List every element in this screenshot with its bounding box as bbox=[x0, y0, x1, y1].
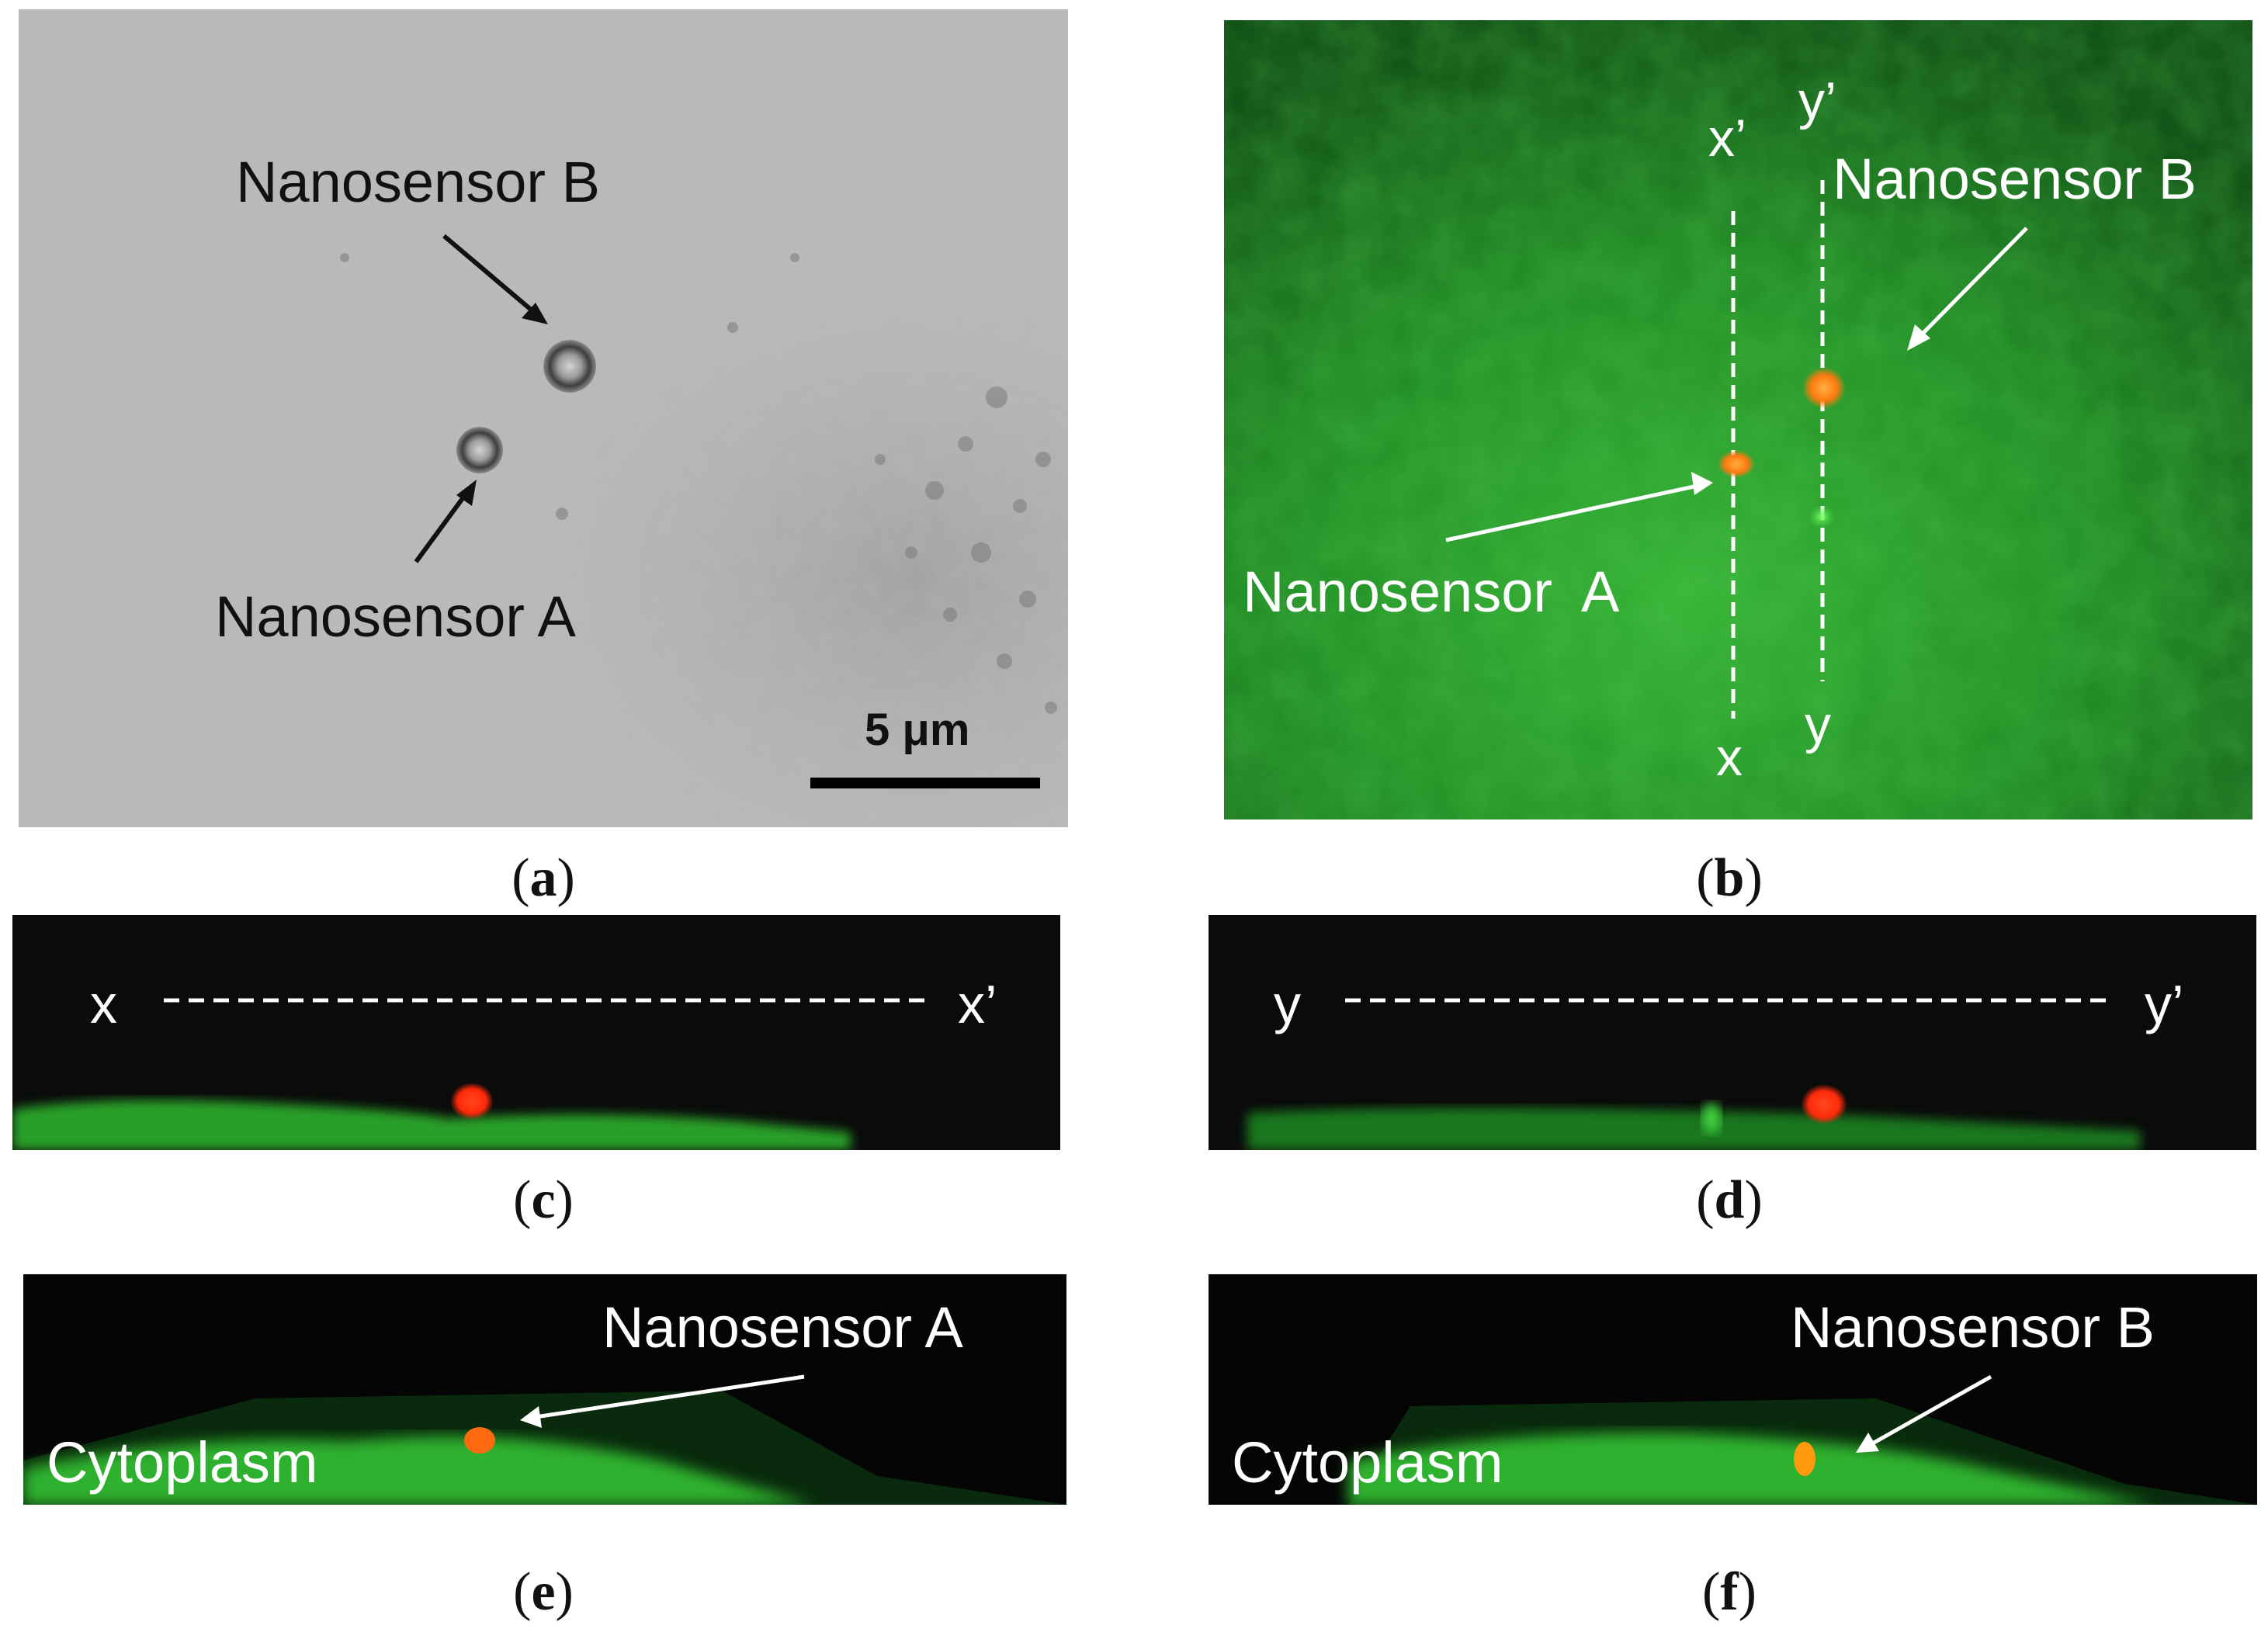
cytoplasm-label: Cytoplasm bbox=[47, 1430, 318, 1495]
scale-bar bbox=[810, 778, 1040, 788]
arrow-to-nanosensor-b bbox=[1856, 1374, 1992, 1453]
xz-section-image bbox=[12, 915, 1060, 1150]
nanosensor-b-particle bbox=[1794, 1442, 1815, 1476]
nanosensor-a-particle bbox=[1718, 450, 1755, 478]
arrow-to-nanosensor-a bbox=[414, 480, 477, 563]
nanosensor-a-particle bbox=[464, 1427, 495, 1454]
x-prime-mark: x’ bbox=[1708, 109, 1747, 168]
cell-membrane-band bbox=[12, 1100, 851, 1150]
panel-a-brightfield-image: Nanosensor B Nanosensor A 5 μm bbox=[19, 9, 1068, 827]
panel-d-yz-section: y y’ bbox=[1209, 915, 2256, 1150]
fluorescence-micrograph bbox=[1224, 20, 2252, 819]
y-mark: y bbox=[1274, 974, 1301, 1034]
arrow-to-nanosensor-b bbox=[1907, 227, 2028, 351]
green-spot bbox=[1702, 1103, 1721, 1134]
nanosensor-b-label: Nanosensor B bbox=[236, 150, 600, 214]
panel-f-3d-view: Nanosensor B Cytoplasm bbox=[1209, 1274, 2257, 1505]
caption-a: (a) bbox=[512, 848, 575, 908]
nanosensor-b-particle bbox=[543, 340, 596, 393]
cytoplasm-region bbox=[1348, 1433, 2155, 1505]
nanosensor-b-particle bbox=[1802, 367, 1846, 409]
nanosensor-b-label: Nanosensor B bbox=[1791, 1295, 2155, 1360]
nanosensor-b-particle bbox=[1801, 1084, 1847, 1124]
y-prime-mark: y’ bbox=[2145, 974, 2184, 1034]
3d-reconstruction-b bbox=[1209, 1274, 2257, 1505]
nanosensor-a-particle bbox=[456, 427, 503, 473]
green-spot bbox=[1808, 504, 1836, 529]
brightfield-micrograph bbox=[19, 9, 1068, 827]
cytoplasm-label: Cytoplasm bbox=[1232, 1430, 1503, 1495]
nanosensor-a-particle bbox=[450, 1083, 494, 1120]
scale-bar-label: 5 μm bbox=[865, 705, 970, 755]
yz-section-image bbox=[1209, 915, 2256, 1150]
y-mark: y bbox=[1805, 695, 1831, 754]
nanosensor-b-label: Nanosensor B bbox=[1833, 147, 2197, 211]
cell-membrane-band bbox=[1247, 1107, 2140, 1150]
nanosensor-a-label: Nanosensor A bbox=[1243, 560, 1620, 624]
x-mark: x bbox=[1716, 728, 1743, 787]
x-mark: x bbox=[90, 974, 117, 1034]
arrow-to-nanosensor-b bbox=[442, 234, 548, 324]
caption-c: (c) bbox=[513, 1170, 574, 1230]
caption-f: (f) bbox=[1702, 1562, 1756, 1622]
arrow-to-nanosensor-a bbox=[1445, 472, 1713, 542]
arrow-to-nanosensor-a bbox=[520, 1374, 805, 1428]
y-prime-mark: y’ bbox=[1798, 71, 1837, 130]
cytoplasm-region bbox=[23, 1436, 815, 1505]
x-prime-mark: x’ bbox=[958, 974, 997, 1034]
panel-b-fluorescence-image: x’ y’ x y Nanosensor B Nanosensor A bbox=[1224, 20, 2252, 819]
panel-c-xz-section: x x’ bbox=[12, 915, 1060, 1150]
nanosensor-a-label: Nanosensor A bbox=[215, 584, 576, 649]
panel-e-3d-view: Nanosensor A Cytoplasm bbox=[23, 1274, 1066, 1505]
caption-d: (d) bbox=[1696, 1170, 1763, 1230]
caption-e: (e) bbox=[513, 1562, 574, 1622]
nanosensor-a-label: Nanosensor A bbox=[602, 1295, 963, 1360]
caption-b: (b) bbox=[1696, 848, 1763, 908]
3d-reconstruction-a bbox=[23, 1274, 1066, 1505]
